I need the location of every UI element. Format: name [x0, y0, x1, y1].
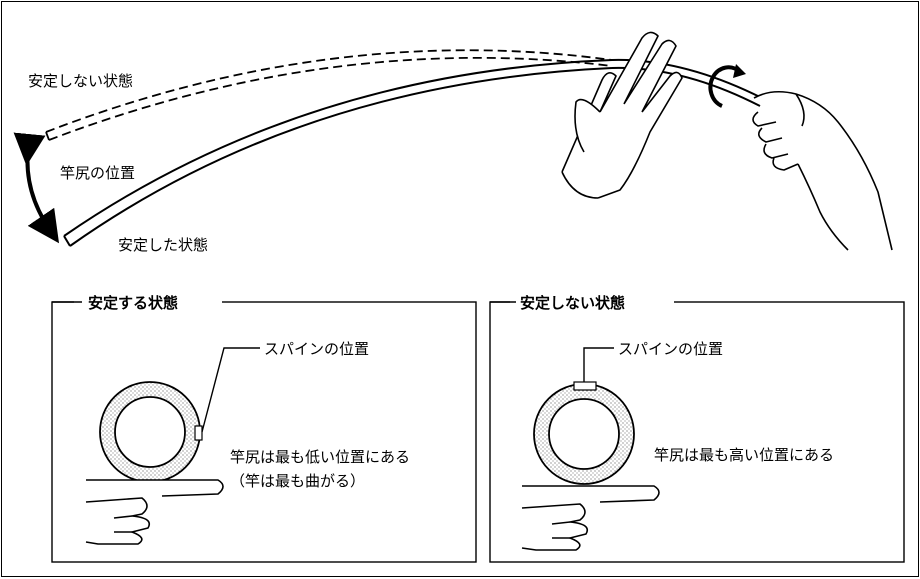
rod-stable: [63, 58, 763, 247]
spine-leader-line: [201, 347, 260, 433]
pointing-hand-icon: [85, 479, 224, 545]
spine-label-unstable: スパインの位置: [618, 340, 723, 358]
spine-leader-line: [583, 347, 614, 382]
label-unstable-state: 安定しない状態: [28, 72, 133, 90]
panel-unstable-title: 安定しない状態: [520, 294, 625, 312]
label-butt-position: 竿尻の位置: [60, 164, 135, 182]
desc-stable-line2: （竿は最も曲がる）: [230, 472, 365, 490]
panel-stable: 安定する状態 スパインの位置 竿尻は最も低い位置にある （竿は最も曲がる）: [51, 292, 477, 563]
rod-cross-section-stable: [99, 381, 203, 483]
panel-stable-title: 安定する状態: [88, 294, 178, 312]
panel-unstable: 安定しない状態 スパインの位置 竿尻は最も高い位置にある: [489, 292, 905, 563]
desc-unstable: 竿尻は最も高い位置にある: [654, 446, 834, 464]
pointing-hand-icon: [521, 485, 660, 551]
rod-cross-section-unstable: [533, 381, 635, 485]
butt-position-arrow: [13, 132, 60, 244]
right-hand-icon: [752, 90, 893, 251]
left-hand-icon: [561, 31, 683, 199]
rod-unstable-dashed: [45, 49, 613, 141]
rotation-arrow-icon: [708, 64, 746, 108]
label-stable-state: 安定した状態: [118, 236, 208, 254]
desc-stable-line1: 竿尻は最も低い位置にある: [230, 448, 410, 466]
spine-label-stable: スパインの位置: [264, 340, 369, 358]
